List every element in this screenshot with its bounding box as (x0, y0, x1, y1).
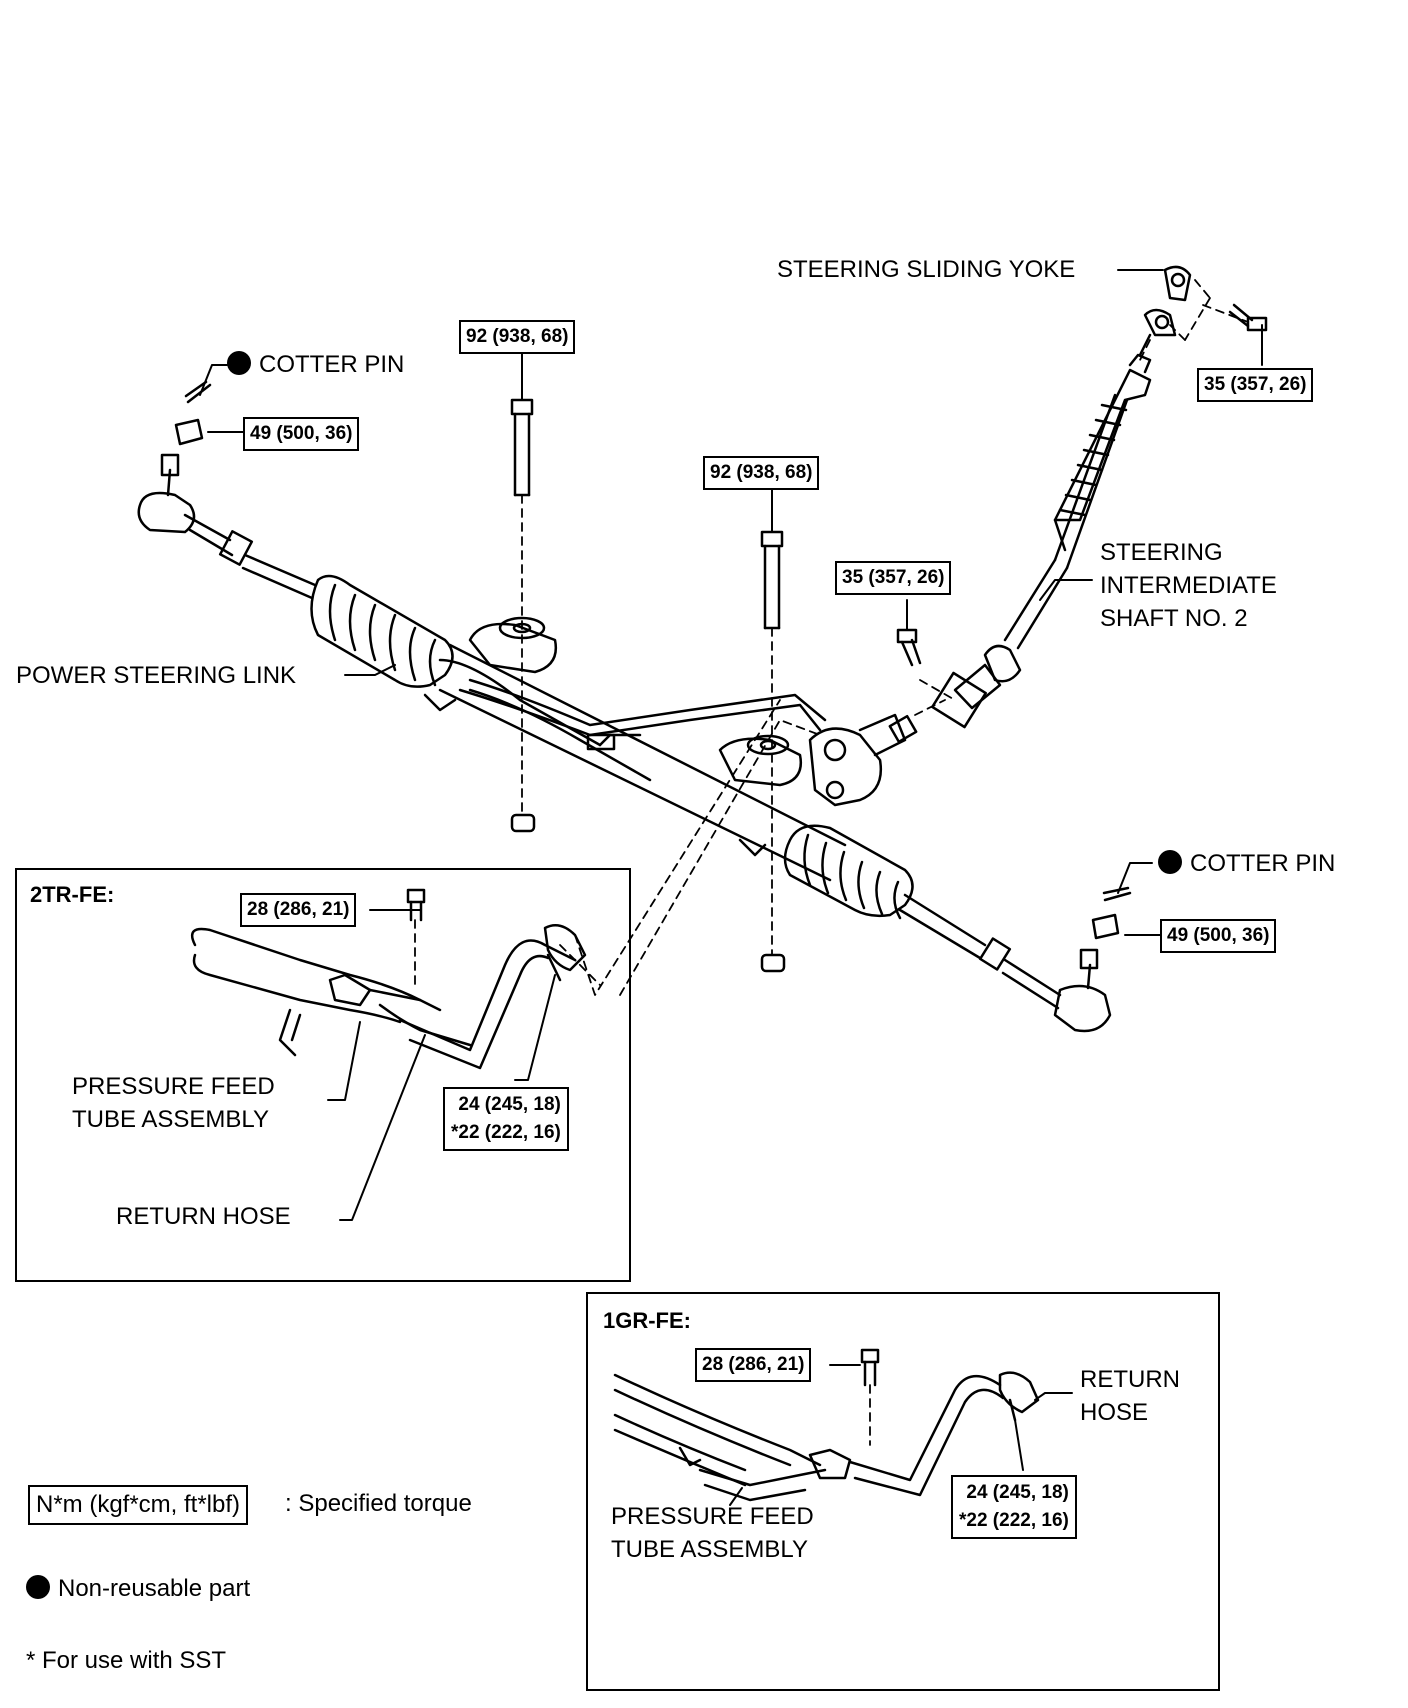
housing-tubes (458, 678, 827, 751)
cotter-pin-left-label: COTTER PIN (227, 349, 404, 381)
engine-label-2tr-fe: 2TR-FE: (30, 882, 115, 907)
power-steering-link-label: POWER STEERING LINK (16, 662, 297, 689)
sliding-yoke (1138, 265, 1192, 357)
rack-bolt-left (510, 398, 534, 497)
steering-sliding-yoke-label: STEERING SLIDING YOKE (777, 256, 1076, 283)
engine-label-1gr-fe: 1GR-FE: (603, 1308, 691, 1333)
intermediate-shaft (931, 353, 1152, 729)
inset-2tr-tubes (190, 923, 587, 1070)
legend-sst: * For use with SST (26, 1647, 227, 1674)
right-boot (783, 824, 914, 920)
torque-clamp-bolt-2tr: 28 (286, 21) (240, 893, 357, 927)
torque-rack-bolt-left: 92 (938, 68) (459, 320, 576, 354)
rack-bolt-right (760, 530, 784, 630)
torque-shaft-bolt: 35 (357, 26) (835, 561, 952, 595)
legend-torque-text: : Specified torque (285, 1490, 472, 1517)
cotter-pin-right-label: COTTER PIN (1158, 848, 1335, 880)
return-hose-1gr-label: RETURN HOSE (1080, 1366, 1180, 1426)
torque-yoke-bolt: 35 (357, 26) (1197, 368, 1314, 402)
right-castle-nut (1091, 913, 1120, 940)
rack-housing (423, 616, 918, 882)
pressure-feed-tube-1gr-label: PRESSURE FEED TUBE ASSEMBLY (611, 1503, 814, 1563)
left-castle-nut (174, 418, 204, 446)
torque-tie-rod-nut-right: 49 (500, 36) (1160, 919, 1277, 953)
torque-clamp-bolt-1gr: 28 (286, 21) (695, 1348, 812, 1382)
torque-tie-rod-nut-left: 49 (500, 36) (243, 417, 360, 451)
left-tie-rod-end (137, 453, 317, 600)
torque-union-1gr: 24 (245, 18) *22 (222, 16) (951, 1475, 1077, 1539)
torque-rack-bolt-right: 92 (938, 68) (703, 456, 820, 490)
right-tie-rod (898, 893, 1112, 1033)
non-reusable-dot-icon (26, 1575, 50, 1599)
right-nut (760, 953, 786, 973)
shaft-bolt (896, 628, 922, 667)
torque-union-2tr: 24 (245, 18) *22 (222, 16) (443, 1087, 569, 1151)
yoke-bolt (1228, 303, 1268, 332)
left-cotter-pin (184, 380, 212, 404)
legend-non-reusable: Non-reusable part (26, 1573, 250, 1605)
return-hose-2tr-label: RETURN HOSE (116, 1203, 291, 1230)
non-reusable-dot-icon (227, 351, 251, 375)
non-reusable-dot-icon (1158, 850, 1182, 874)
alignment-lines (414, 279, 1249, 1446)
left-nut (510, 813, 536, 833)
pressure-feed-tube-2tr-label: PRESSURE FEED TUBE ASSEMBLY (72, 1073, 275, 1133)
right-cotter-pin (1102, 886, 1132, 902)
inset-1gr-fe-frame (586, 1292, 1220, 1691)
inset-1gr-tubes (613, 1348, 1040, 1502)
inset-2tr-fe-frame (15, 868, 631, 1282)
legend-torque-box: N*m (kgf*cm, ft*lbf) (28, 1485, 249, 1525)
intermediate-shaft-label: STEERING INTERMEDIATE SHAFT NO. 2 (1100, 539, 1277, 632)
leader-lines (199, 269, 1263, 1506)
left-boot (310, 574, 454, 688)
